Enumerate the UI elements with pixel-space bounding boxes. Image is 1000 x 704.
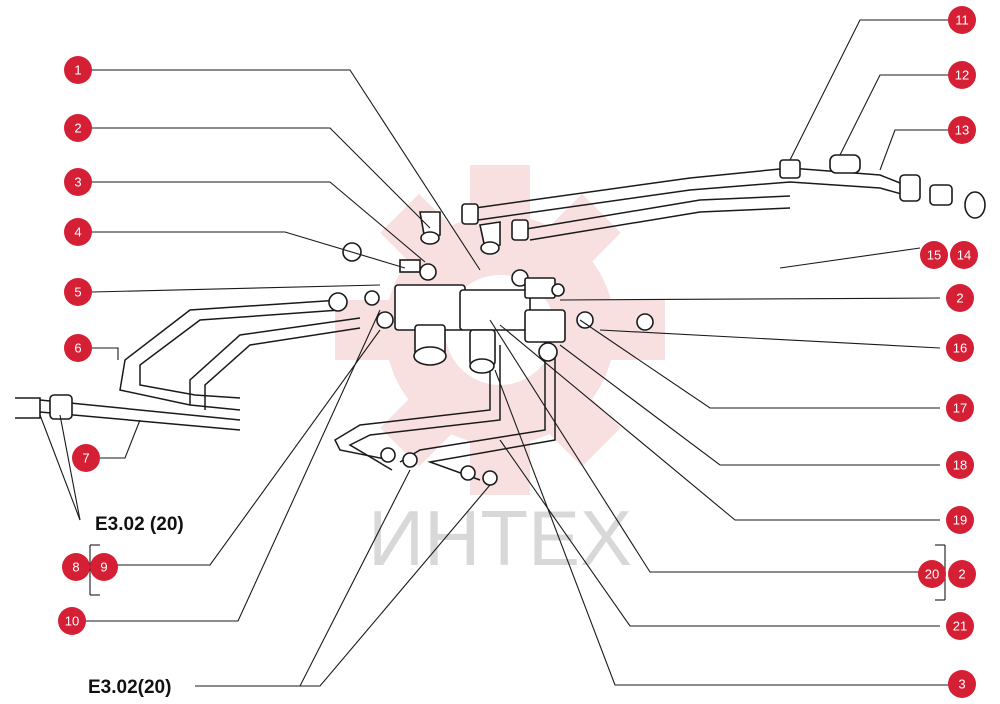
svg-text:9: 9: [100, 560, 107, 575]
svg-text:2: 2: [958, 567, 965, 582]
watermark: ИНТЕХ: [335, 165, 665, 582]
callout-19[interactable]: 19: [946, 506, 974, 534]
svg-text:14: 14: [957, 248, 971, 263]
callout-17[interactable]: 17: [946, 394, 974, 422]
svg-text:13: 13: [955, 123, 969, 138]
reference-label-lower: E3.02(20): [88, 677, 171, 698]
callout-6[interactable]: 6: [64, 334, 92, 362]
svg-text:6: 6: [74, 341, 81, 356]
callouts-left: 1 2 3 4 5 6 7 8: [58, 56, 118, 635]
callouts-right: 11 12 13 15 14 2 16 17: [918, 6, 978, 698]
svg-text:8: 8: [72, 560, 79, 575]
svg-text:16: 16: [953, 341, 967, 356]
svg-text:1: 1: [74, 63, 81, 78]
svg-text:2: 2: [956, 291, 963, 306]
callout-8[interactable]: 8: [62, 553, 90, 581]
callout-18[interactable]: 18: [946, 451, 974, 479]
valve-block: [394, 284, 566, 374]
svg-text:10: 10: [65, 614, 79, 629]
svg-text:3: 3: [74, 175, 81, 190]
callout-2-lower-right[interactable]: 2: [948, 560, 976, 588]
callout-21[interactable]: 21: [946, 612, 974, 640]
svg-text:19: 19: [953, 513, 967, 528]
callout-10[interactable]: 10: [58, 607, 86, 635]
callout-2[interactable]: 2: [64, 114, 92, 142]
svg-text:20: 20: [925, 567, 939, 582]
svg-text:18: 18: [953, 458, 967, 473]
svg-text:7: 7: [82, 451, 89, 466]
watermark-text: ИНТЕХ: [368, 494, 632, 582]
reference-label-upper: E3.02 (20): [95, 514, 184, 535]
callout-7[interactable]: 7: [72, 444, 100, 472]
svg-text:4: 4: [74, 225, 81, 240]
fittings: [15, 154, 986, 486]
callout-9[interactable]: 9: [90, 553, 118, 581]
svg-text:17: 17: [953, 401, 967, 416]
callout-14[interactable]: 14: [950, 241, 978, 269]
callout-11[interactable]: 11: [948, 6, 976, 34]
callout-4[interactable]: 4: [64, 218, 92, 246]
callout-1[interactable]: 1: [64, 56, 92, 84]
callout-16[interactable]: 16: [946, 334, 974, 362]
callout-5[interactable]: 5: [64, 278, 92, 306]
svg-text:21: 21: [953, 619, 967, 634]
watermark-gear-icon: [335, 165, 665, 495]
svg-text:12: 12: [955, 68, 969, 83]
callout-3[interactable]: 3: [64, 168, 92, 196]
callout-3-right[interactable]: 3: [948, 670, 976, 698]
callout-13[interactable]: 13: [948, 116, 976, 144]
svg-text:2: 2: [74, 121, 81, 136]
svg-text:3: 3: [958, 677, 965, 692]
svg-text:11: 11: [955, 13, 969, 28]
callout-2-right[interactable]: 2: [946, 284, 974, 312]
svg-text:15: 15: [927, 248, 941, 263]
callout-12[interactable]: 12: [948, 61, 976, 89]
callout-15[interactable]: 15: [920, 241, 948, 269]
leader-lines: [39, 19, 950, 687]
svg-text:5: 5: [74, 285, 81, 300]
callout-20[interactable]: 20: [918, 560, 946, 588]
